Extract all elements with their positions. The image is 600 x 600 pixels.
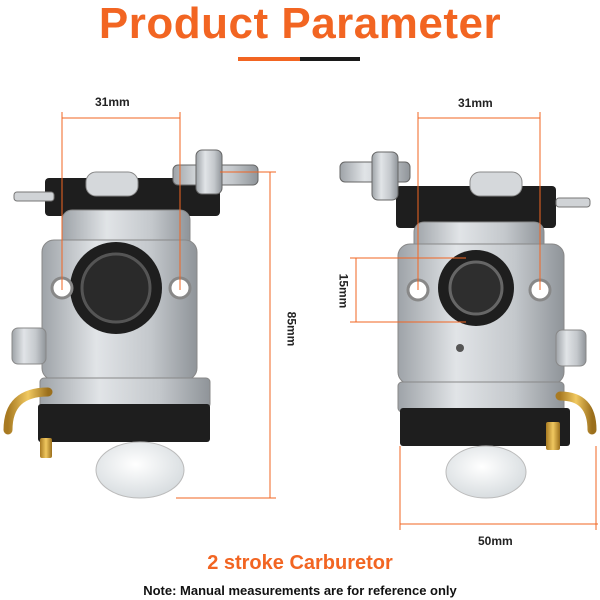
page-title: Product Parameter (98, 0, 502, 48)
title-underline-dark (300, 57, 360, 61)
fuel-nipple (3, 387, 53, 435)
side-width-label: 31mm (458, 96, 493, 110)
primer-bulb (95, 441, 185, 499)
dimension-lines (61, 112, 598, 530)
front-width-label: 31mm (95, 95, 130, 109)
throttle-bracket-rear (396, 186, 556, 228)
carburetor-rear-view (339, 151, 597, 499)
side-port-label: 15mm (336, 273, 351, 309)
side-depth-label: 50mm (478, 534, 513, 548)
carburetor-front-view (3, 149, 259, 499)
front-height-label: 85mm (284, 311, 299, 347)
product-name: 2 stroke Carburetor (207, 552, 393, 574)
pump-housing-rear (400, 408, 570, 446)
title-underline-accent (238, 57, 300, 61)
measurement-note: Note: Manual measurements are for refere… (143, 583, 457, 598)
pump-housing (38, 404, 210, 442)
primer-bulb-rear (445, 445, 527, 499)
